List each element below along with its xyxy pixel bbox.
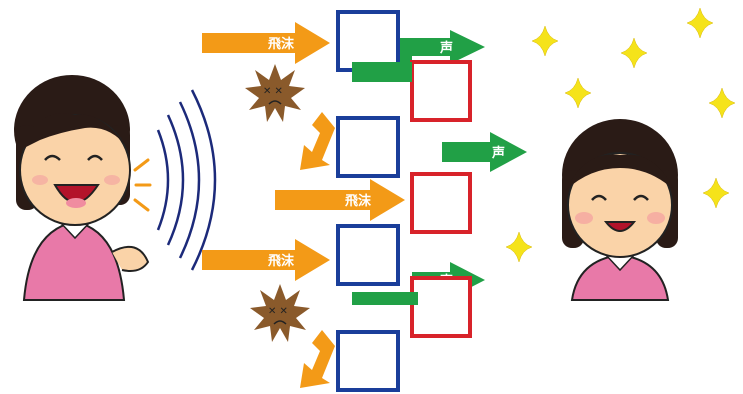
droplet-arrow-middle-label: 飛沫: [344, 193, 372, 209]
speech-motion-lines: [135, 160, 150, 210]
red-box-3: [412, 278, 470, 336]
red-box-2: [412, 174, 470, 232]
virus-icon: ✕ ✕: [245, 64, 305, 122]
droplet-arrow-top: 飛沫: [202, 22, 330, 64]
blue-box-2: [338, 118, 398, 176]
blue-box-4: [338, 332, 398, 390]
speaker-woman-illustration: [14, 75, 148, 300]
virus-icon: ✕ ✕: [250, 284, 310, 342]
blue-box-1: [338, 12, 398, 70]
deflected-droplet-arrow-top: [300, 112, 335, 170]
sparkle-icon: [532, 26, 558, 56]
droplet-arrow-bottom-label: 飛沫: [267, 253, 295, 269]
sparkle-icon: [709, 88, 735, 118]
svg-text:✕ ✕: ✕ ✕: [263, 86, 283, 97]
sparkle-icon: [687, 8, 713, 38]
voice-arrow-top-label: 声: [439, 40, 453, 56]
sparkle-icon: [565, 78, 591, 108]
droplet-arrow-top-label: 飛沫: [267, 36, 295, 52]
sparkle-icon: [621, 38, 647, 68]
svg-text:✕ ✕: ✕ ✕: [268, 306, 288, 317]
sparkle-icon: [703, 178, 729, 208]
droplet-arrow-bottom: 飛沫: [202, 239, 330, 281]
voice-arrow-middle: 声: [442, 132, 527, 172]
listener-woman-illustration: [562, 119, 678, 300]
deflected-droplet-arrow-bottom: [300, 330, 335, 388]
blue-box-3: [338, 226, 398, 284]
voice-arrow-middle-label: 声: [491, 145, 505, 161]
droplet-arrow-middle: 飛沫: [275, 179, 405, 221]
red-box-1: [412, 62, 470, 120]
sound-wave-icon: [158, 90, 215, 270]
sparkle-icon: [506, 232, 532, 262]
